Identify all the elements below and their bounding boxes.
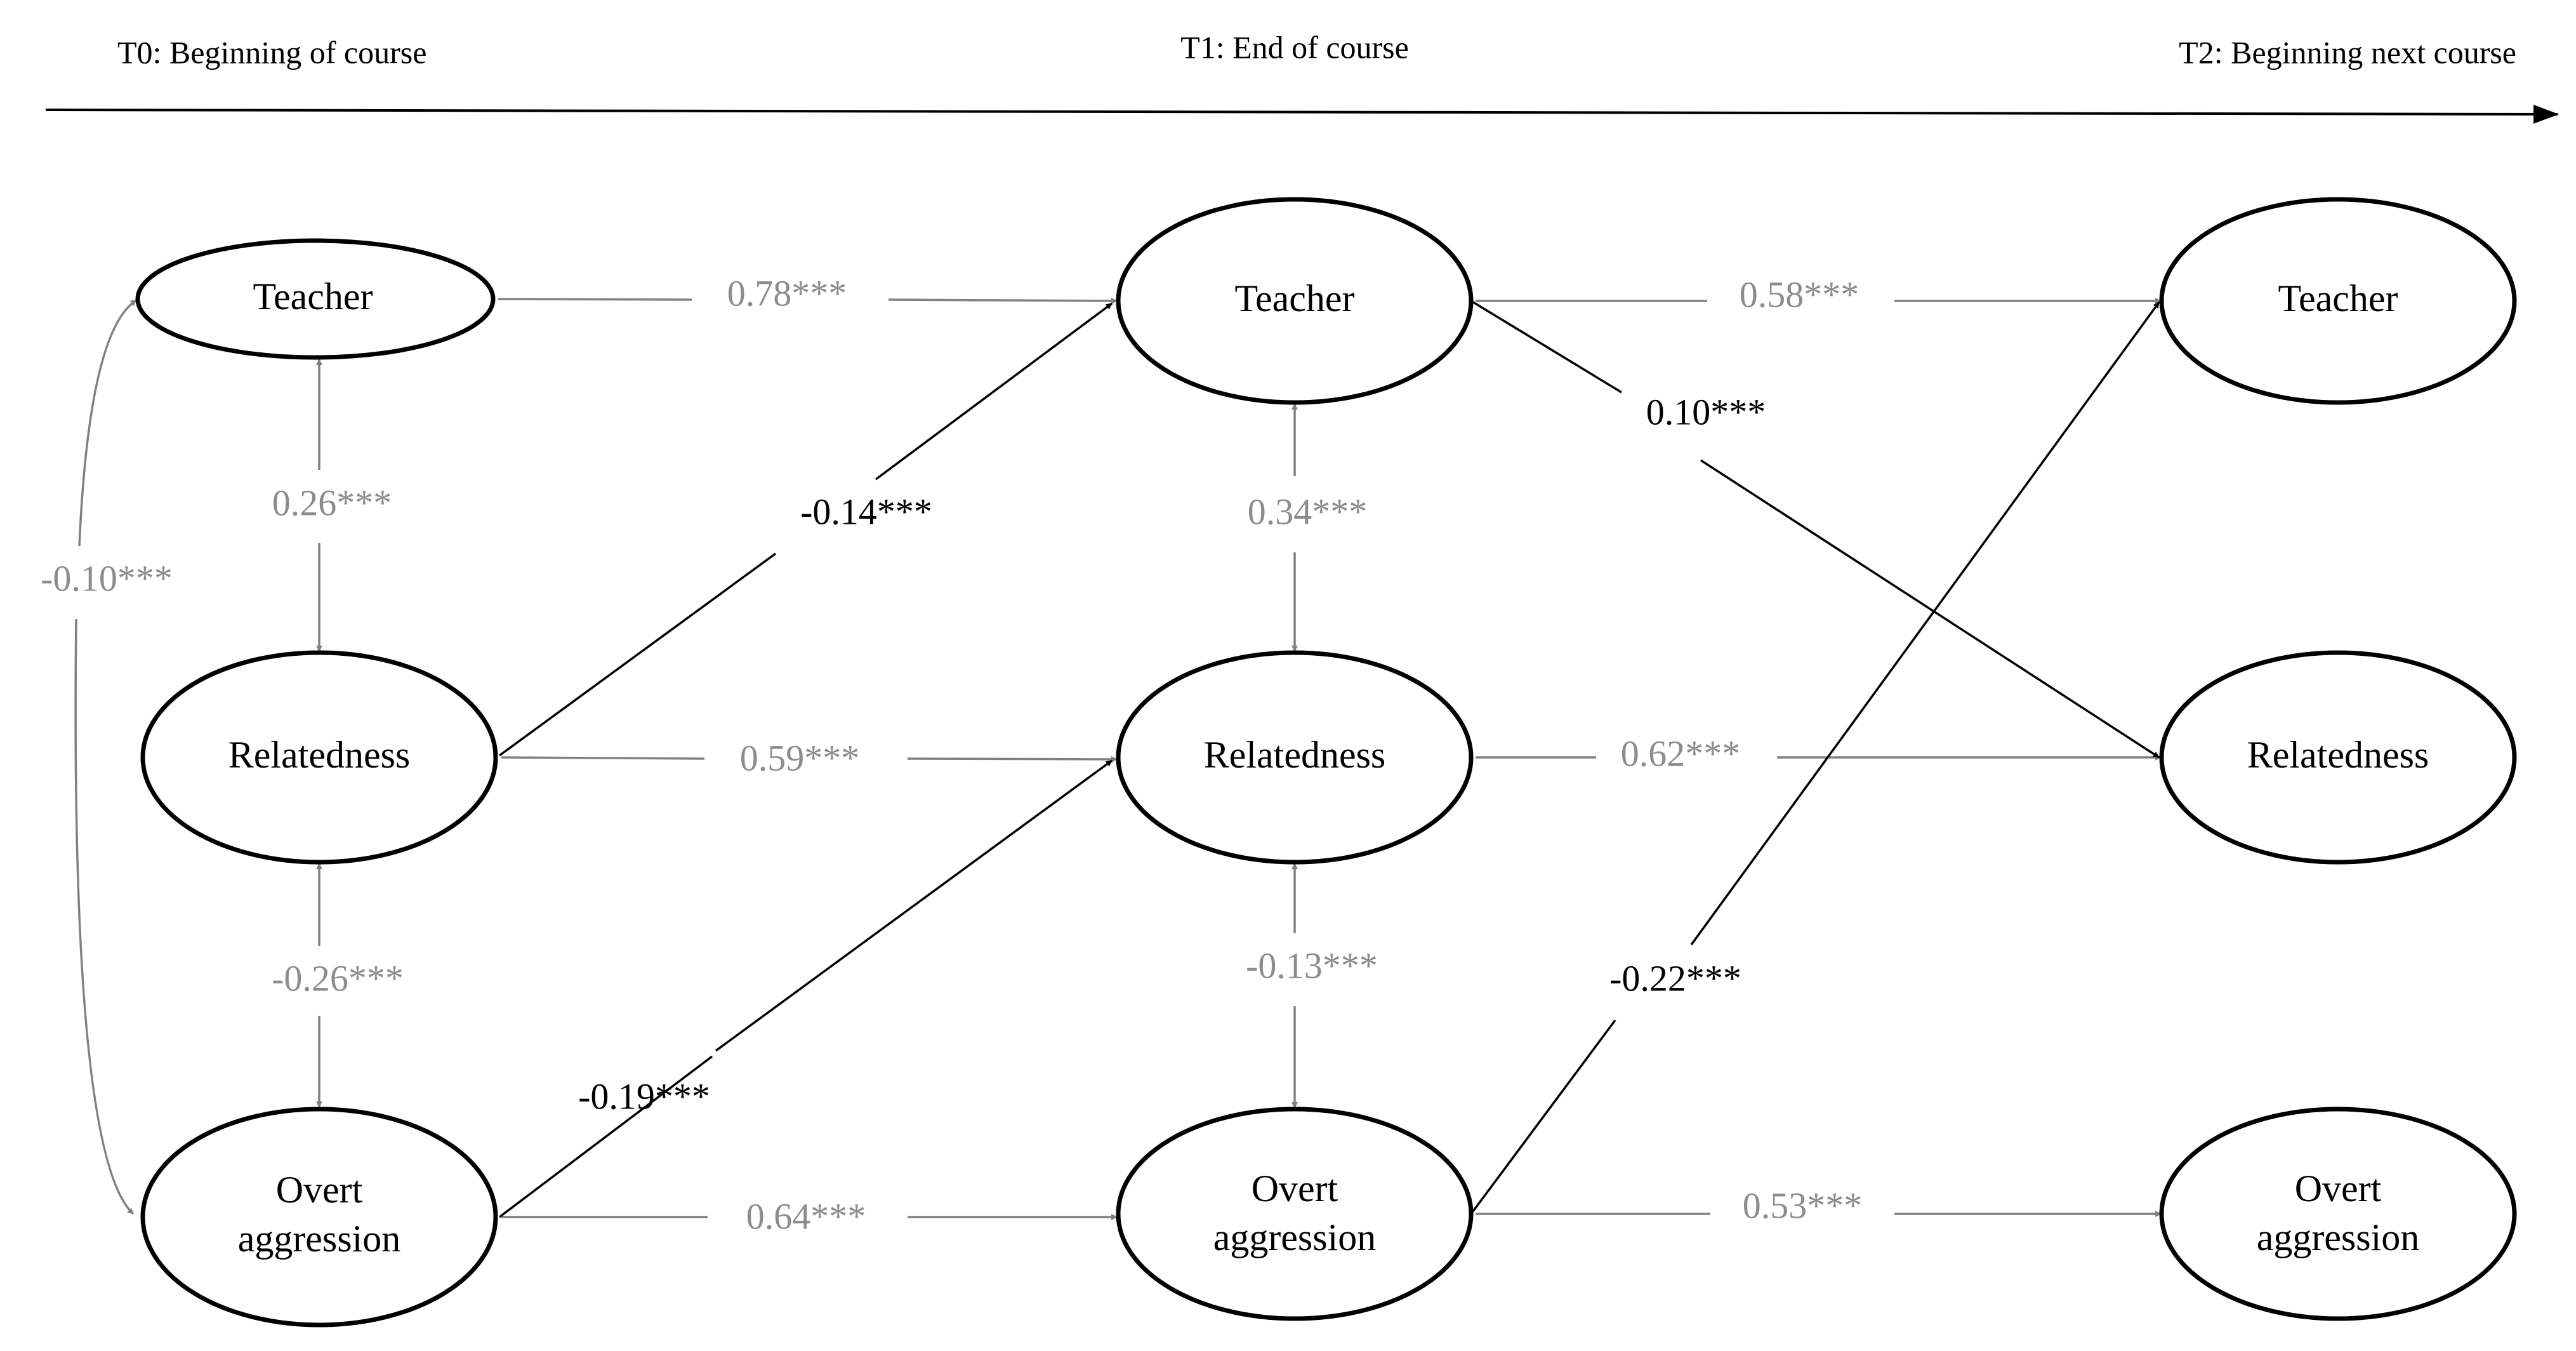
t1-overt-node bbox=[1116, 1107, 1474, 1321]
coef-t0-rel-overt-cov: -0.26*** bbox=[272, 957, 404, 999]
t0-relatedness-label: Relatedness bbox=[228, 734, 411, 776]
path-t0-teacher-t1-teacher-a bbox=[498, 298, 692, 301]
t0-time-label: T0: Beginning of course bbox=[117, 34, 426, 70]
t1-overt-label-1: Overt bbox=[1252, 1168, 1338, 1209]
cov-t0-teacher-overt-b bbox=[74, 618, 135, 1215]
coef-t1-teacher-rel-cov: 0.34*** bbox=[1248, 491, 1368, 532]
t0-relatedness-node bbox=[140, 650, 498, 865]
coef-t1-teacher-t2-relatedness: 0.10*** bbox=[1646, 391, 1766, 432]
coef-t1-rel-overt-cov: -0.13*** bbox=[1246, 945, 1378, 986]
path-t0-rel-t1-rel-a bbox=[501, 756, 705, 760]
coef-t0-rel-t1-teacher: -0.14*** bbox=[800, 491, 932, 532]
t2-overt-label-2: aggression bbox=[2257, 1216, 2420, 1258]
t1-overt-label-2: aggression bbox=[1213, 1216, 1377, 1258]
t1-time-label: T1: End of course bbox=[1180, 29, 1409, 65]
coef-t0-rel-t1-rel: 0.59*** bbox=[740, 737, 860, 778]
path-t1-overt-t2-teacher-b bbox=[1690, 301, 2160, 946]
path-t0-overt-t1-rel-b bbox=[715, 759, 1113, 1052]
t2-relatedness-node bbox=[2159, 650, 2517, 865]
t2-teacher-label: Teacher bbox=[2278, 277, 2398, 319]
coef-t0-teacher-overt-cov: -0.10*** bbox=[41, 557, 173, 599]
path-t0-rel-t1-teacher-a bbox=[498, 552, 777, 757]
t1-teacher-label: Teacher bbox=[1235, 277, 1355, 319]
path-t0-overt-t1-rel-a bbox=[498, 1055, 713, 1218]
path-t0-rel-t1-teacher-b bbox=[875, 302, 1113, 481]
timeline-arrow bbox=[45, 104, 2559, 124]
t0-overt-label-2: aggression bbox=[238, 1218, 401, 1260]
t1-relatedness-label: Relatedness bbox=[1204, 734, 1386, 776]
t2-time-label: T2: Beginning next course bbox=[2179, 34, 2516, 70]
coef-t1-overt-t2-overt: 0.53*** bbox=[1743, 1185, 1863, 1226]
coef-t0-teacher-rel-cov: 0.26*** bbox=[272, 482, 392, 523]
t0-overt-label-1: Overt bbox=[276, 1169, 363, 1211]
coef-t1-rel-t2-rel: 0.62*** bbox=[1621, 733, 1741, 774]
coef-t0-teacher-t1-teacher: 0.78*** bbox=[727, 272, 847, 314]
t1-relatedness-node bbox=[1116, 650, 1474, 865]
coef-t1-teacher-t2-teacher: 0.58*** bbox=[1740, 274, 1859, 315]
t0-overt-node bbox=[140, 1107, 498, 1328]
path-t0-teacher-t1-teacher-b bbox=[888, 297, 1118, 304]
path-t1-overt-t2-teacher-a bbox=[1470, 1019, 1616, 1215]
coef-t1-overt-t2-teacher: -0.22*** bbox=[1609, 957, 1741, 999]
t2-overt-label-1: Overt bbox=[2295, 1168, 2382, 1209]
t0-teacher-node bbox=[135, 238, 496, 360]
t0-teacher-label: Teacher bbox=[253, 276, 373, 317]
coef-t0-overt-t1-overt: 0.64*** bbox=[746, 1195, 866, 1237]
t2-overt-node bbox=[2159, 1107, 2517, 1321]
path-t1-teacher-t2-rel-a bbox=[1470, 300, 1622, 394]
t2-relatedness-label: Relatedness bbox=[2247, 734, 2429, 776]
path-t1-teacher-t2-rel-b bbox=[1700, 459, 2160, 759]
cov-t0-teacher-overt-a bbox=[78, 299, 137, 547]
t2-teacher-node bbox=[2159, 197, 2517, 405]
t1-teacher-node bbox=[1116, 197, 1474, 405]
coef-t0-overt-t1-rel: -0.19*** bbox=[578, 1075, 710, 1117]
